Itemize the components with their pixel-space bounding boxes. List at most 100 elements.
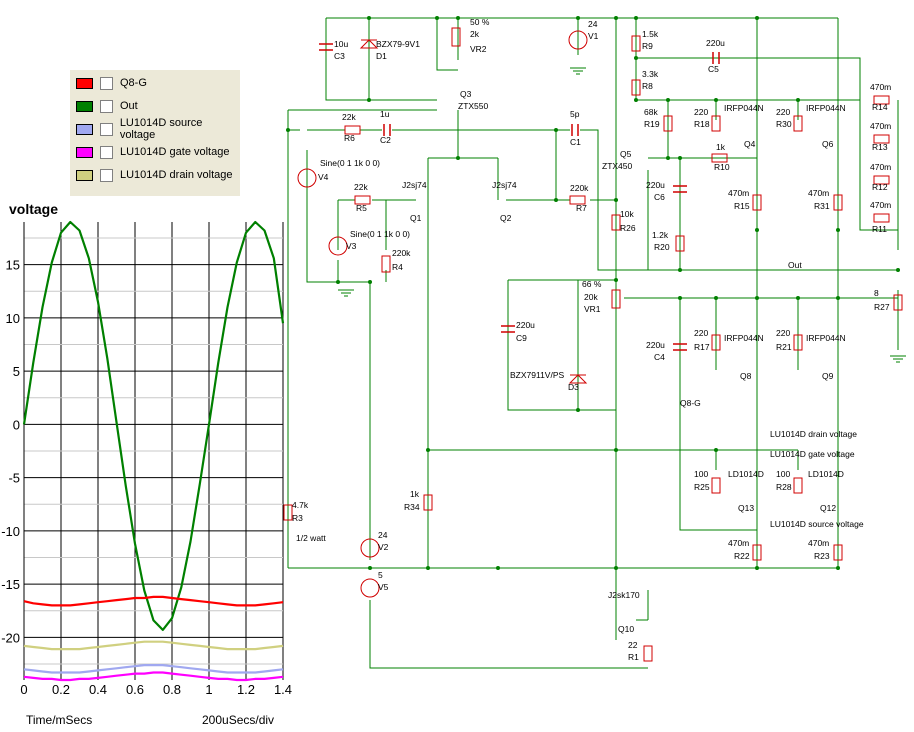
resistor-r28 (793, 477, 803, 494)
series-line-q8-g (23, 595, 284, 607)
series-line-lu1014d-source-voltage (23, 664, 284, 674)
schematic-capacitors (319, 43, 720, 351)
resistor-r20 (675, 235, 685, 252)
component-label: 24 (378, 530, 388, 540)
x-axis-label: Time/mSecs (26, 713, 93, 727)
resistor-r26 (611, 214, 621, 231)
component-label: Q13 (738, 503, 754, 513)
ground-symbols (338, 67, 906, 363)
component-label: 470m (728, 188, 749, 198)
legend-checkbox[interactable] (100, 145, 113, 159)
legend-checkbox[interactable] (100, 168, 113, 182)
component-label: J2sj74 (492, 180, 517, 190)
component-label: R6 (344, 133, 355, 143)
component-label: 1u (380, 109, 390, 119)
component-label: 470m (808, 188, 829, 198)
component-label: 2k (470, 29, 480, 39)
component-label: R14 (872, 102, 888, 112)
series-line-out (22, 220, 285, 631)
component-label: 10u (334, 39, 348, 49)
component-label: IRFP044N (724, 333, 764, 343)
legend-checkbox[interactable] (100, 76, 113, 90)
legend-swatch (76, 77, 93, 89)
component-label: 24 (588, 19, 598, 29)
component-label: 1.2k (652, 230, 669, 240)
x-tick-label: 0 (20, 682, 27, 697)
x-tick-label: 1 (205, 682, 212, 697)
component-label: J2sk170 (608, 590, 640, 600)
y-tick-label: -15 (1, 577, 20, 592)
component-label: C4 (654, 352, 665, 362)
component-label: C6 (654, 192, 665, 202)
legend-item-out[interactable]: Out (76, 99, 138, 113)
potentiometer-vr1 (611, 289, 621, 309)
x-tick-label: 0.4 (89, 682, 107, 697)
zener-diode-d1 (359, 39, 379, 49)
x-tick-label: 0.2 (52, 682, 70, 697)
component-label: 220k (392, 248, 411, 258)
component-label: Q8 (740, 371, 752, 381)
component-label: 470m (808, 538, 829, 548)
component-label: 470m (870, 82, 891, 92)
x-tick-label: 1.2 (237, 682, 255, 697)
legend-item-gate-voltage[interactable]: LU1014D gate voltage (76, 145, 229, 159)
resistor-r12 (873, 175, 890, 185)
component-label: 5p (570, 109, 580, 119)
component-label: 220 (776, 107, 790, 117)
legend-item-drain-voltage[interactable]: LU1014D drain voltage (76, 168, 233, 182)
component-label: LU1014D source voltage (770, 519, 864, 529)
legend-label: Q8-G (120, 77, 147, 89)
component-label: C1 (570, 137, 581, 147)
legend-checkbox[interactable] (100, 99, 113, 113)
x-tick-label: 0.6 (126, 682, 144, 697)
legend-label: LU1014D source voltage (119, 117, 203, 141)
chart-title: voltage (9, 201, 59, 217)
x-tick-label: 1.4 (274, 682, 292, 697)
resistor-r4 (381, 255, 391, 273)
y-tick-label: -10 (1, 524, 20, 539)
component-label: IRFP044N (724, 103, 764, 113)
legend-checkbox[interactable] (99, 122, 113, 136)
resistor-r30 (793, 115, 803, 132)
resistor-r18 (711, 115, 721, 132)
component-label: 68k (644, 107, 658, 117)
component-label: 22k (354, 182, 368, 192)
voltage-source-v2 (360, 538, 380, 558)
component-label: V5 (378, 582, 389, 592)
component-label: R34 (404, 502, 420, 512)
component-label: 220 (694, 328, 708, 338)
component-label: R21 (776, 342, 792, 352)
component-label: Out (788, 260, 802, 270)
resistor-r3 (283, 504, 293, 521)
legend-item-q8g[interactable]: Q8-G (76, 76, 147, 90)
component-label: C2 (380, 135, 391, 145)
component-label: 470m (870, 121, 891, 131)
component-label: R13 (872, 142, 888, 152)
component-label: 1/2 watt (296, 533, 326, 543)
component-label: V4 (318, 172, 329, 182)
y-tick-label: 15 (6, 258, 20, 273)
component-label: 1k (716, 142, 726, 152)
x-division-label: 200uSecs/div (202, 713, 275, 727)
component-label: D1 (376, 51, 387, 61)
component-label: 10k (620, 209, 634, 219)
resistor-r8 (631, 79, 641, 96)
legend-item-source-voltage[interactable]: LU1014D source voltage (76, 117, 240, 141)
x-tick-label: 0.8 (163, 682, 181, 697)
component-label: LD1014D (808, 469, 844, 479)
component-label: V2 (378, 542, 389, 552)
component-label: VR2 (470, 44, 487, 54)
component-label: R25 (694, 482, 710, 492)
resistor-r17 (711, 334, 721, 351)
resistor-r6 (344, 125, 361, 135)
y-tick-label: -5 (8, 471, 20, 486)
resistor-r27 (893, 294, 903, 311)
resistor-r15 (752, 194, 762, 211)
legend-swatch (76, 169, 93, 181)
component-label: Q2 (500, 213, 512, 223)
component-label: R3 (292, 513, 303, 523)
resistor-r34 (423, 494, 433, 511)
